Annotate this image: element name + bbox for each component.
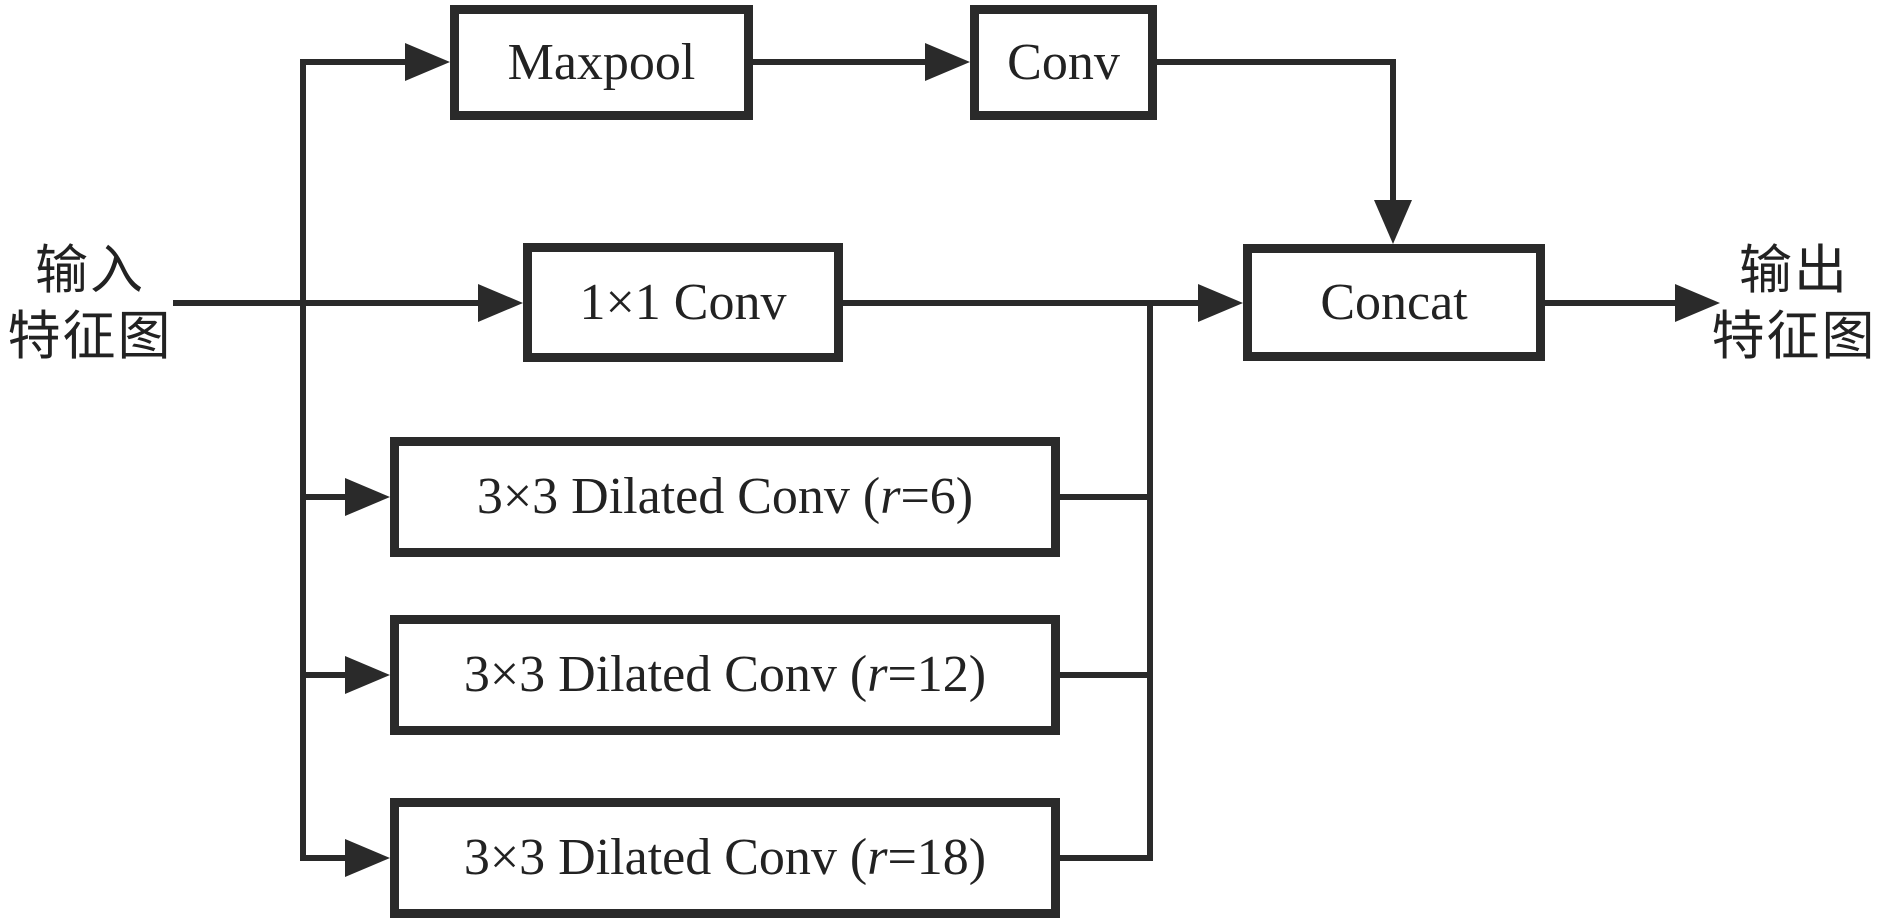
output-feature-map-label: 输出 特征图 (1698, 238, 1890, 370)
node-dilated-r6-prefix: 3×3 Dilated Conv ( (476, 468, 881, 525)
node-dilated-r18-prefix: 3×3 Dilated Conv ( (463, 829, 868, 886)
node-dilated-r12-var: r (867, 646, 888, 703)
output-label-line1: 输出 (1739, 242, 1849, 300)
arrowhead-into-dilated-r12 (345, 656, 390, 694)
arrowhead-to-output (1675, 284, 1720, 322)
output-label-line2: 特征图 (1711, 308, 1877, 366)
arrowhead-into-concat-top (1374, 200, 1412, 244)
node-1x1-conv-label: 1×1 Conv (579, 273, 787, 331)
arrowhead-into-dilated-r18 (345, 839, 390, 877)
node-concat: Concat (1243, 244, 1545, 361)
arrowhead-into-maxpool (405, 43, 450, 81)
node-dilated-r18-suffix: =18) (887, 829, 987, 886)
arrowhead-into-1x1conv (478, 284, 523, 322)
node-dilated-r12-prefix: 3×3 Dilated Conv ( (463, 646, 868, 703)
node-dilated-r18-var: r (867, 829, 888, 886)
node-concat-label: Concat (1320, 273, 1468, 331)
node-dilated-conv-r18: 3×3 Dilated Conv (r=18) (390, 798, 1060, 918)
node-conv: Conv (970, 5, 1157, 120)
arrowhead-into-dilated-r6 (345, 478, 390, 516)
node-conv-label: Conv (1007, 33, 1120, 91)
node-dilated-conv-r6: 3×3 Dilated Conv (r=6) (390, 437, 1060, 557)
edge-conv-to-concat (1157, 59, 1396, 202)
input-feature-map-label: 输入 特征图 (0, 238, 180, 370)
node-dilated-r12-suffix: =12) (887, 646, 987, 703)
node-1x1-conv: 1×1 Conv (523, 243, 843, 362)
node-dilated-conv-r12: 3×3 Dilated Conv (r=12) (390, 615, 1060, 735)
input-label-line1: 输入 (35, 242, 145, 300)
input-label-line2: 特征图 (7, 308, 173, 366)
arrowhead-into-concat-left (1198, 284, 1243, 322)
node-maxpool-label: Maxpool (507, 33, 696, 91)
arrowhead-into-conv (925, 43, 970, 81)
node-maxpool: Maxpool (450, 5, 753, 120)
node-dilated-r6-var: r (880, 468, 901, 525)
node-dilated-r6-suffix: =6) (900, 468, 974, 525)
